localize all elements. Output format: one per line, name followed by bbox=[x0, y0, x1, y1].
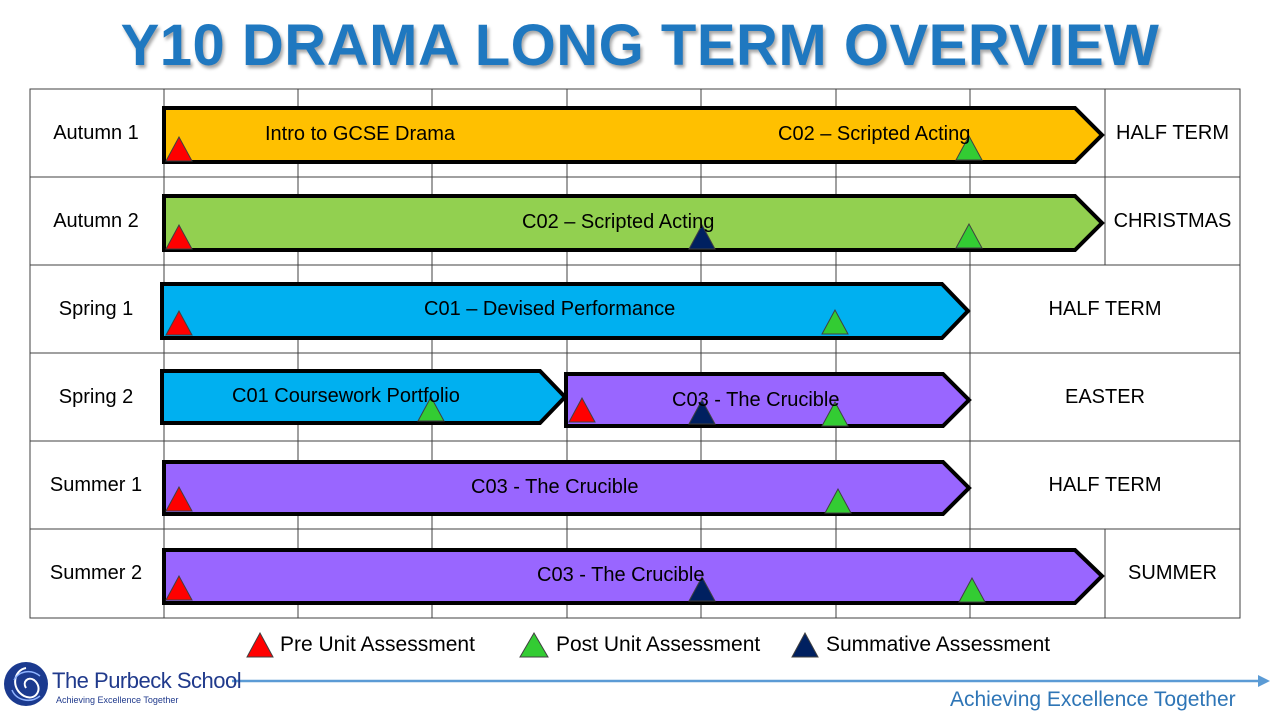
summative-assessment-marker bbox=[688, 575, 716, 602]
unit-bar-crucible-summer1 bbox=[162, 460, 972, 516]
holiday-label: EASTER bbox=[1064, 385, 1146, 408]
term-label: Summer 1 bbox=[49, 473, 143, 496]
school-logo-icon bbox=[4, 662, 48, 706]
post-assessment-marker bbox=[824, 487, 852, 514]
holiday-label: HALF TERM bbox=[1116, 121, 1229, 144]
unit-label: C03 - The Crucible bbox=[537, 564, 705, 586]
post-assessment-marker bbox=[821, 308, 849, 335]
unit-label: C02 – Scripted Acting bbox=[778, 123, 971, 145]
school-name: The Purbeck School bbox=[52, 668, 242, 693]
unit-bar-crucible-summer2 bbox=[162, 548, 1105, 605]
pre-assessment-marker bbox=[165, 309, 193, 336]
tagline: Achieving Excellence Together bbox=[950, 688, 1236, 711]
post-assessment-marker bbox=[821, 400, 849, 427]
unit-bar-coursework-portfolio bbox=[160, 369, 568, 425]
legend-pre-label: Pre Unit Assessment bbox=[280, 633, 475, 656]
unit-bar-devised-performance bbox=[160, 282, 971, 340]
unit-label: C01 Coursework Portfolio bbox=[232, 385, 460, 407]
arrow-line bbox=[232, 675, 1270, 687]
holiday-label: CHRISTMAS bbox=[1113, 209, 1232, 232]
red-triangle-icon bbox=[246, 632, 274, 658]
legend-post: Post Unit Assessment bbox=[518, 630, 760, 660]
legend-pre: Pre Unit Assessment bbox=[246, 630, 475, 660]
holiday-label: HALF TERM bbox=[1048, 473, 1162, 496]
pre-assessment-marker bbox=[568, 396, 596, 423]
unit-label: Intro to GCSE Drama bbox=[265, 123, 456, 145]
pre-assessment-marker bbox=[165, 574, 193, 601]
page-title: Y10 DRAMA LONG TERM OVERVIEW bbox=[120, 13, 1160, 78]
term-label: Spring 2 bbox=[58, 385, 134, 408]
pre-assessment-marker bbox=[165, 485, 193, 512]
legend-summative-label: Summative Assessment bbox=[826, 633, 1051, 656]
pre-assessment-marker bbox=[165, 223, 193, 250]
summative-assessment-marker bbox=[688, 398, 716, 425]
term-label: Autumn 2 bbox=[53, 209, 139, 232]
unit-label: C02 – Scripted Acting bbox=[522, 211, 715, 233]
holiday-label: HALF TERM bbox=[1048, 297, 1162, 320]
term-label: Spring 1 bbox=[58, 297, 134, 320]
post-assessment-marker bbox=[958, 576, 986, 603]
unit-bar-intro bbox=[162, 106, 1105, 164]
unit-label: C03 - The Crucible bbox=[672, 389, 840, 411]
legend-summative: Summative Assessment bbox=[790, 630, 1050, 660]
holiday-label: SUMMER bbox=[1128, 561, 1217, 584]
term-label: Autumn 1 bbox=[53, 121, 139, 144]
post-assessment-marker bbox=[955, 222, 983, 249]
school-motto: Achieving Excellence Together bbox=[56, 695, 179, 705]
term-label: Summer 2 bbox=[49, 561, 143, 584]
green-triangle-icon bbox=[519, 632, 549, 658]
unit-bar-crucible-spring bbox=[564, 372, 972, 428]
post-assessment-marker bbox=[955, 134, 983, 161]
pre-assessment-marker bbox=[165, 135, 193, 162]
unit-bar-scripted-acting bbox=[162, 194, 1105, 252]
legend-post-label: Post Unit Assessment bbox=[556, 633, 761, 656]
navy-triangle-icon bbox=[791, 632, 819, 658]
summative-assessment-marker bbox=[688, 223, 716, 250]
unit-label: C01 – Devised Performance bbox=[424, 298, 676, 320]
unit-label: C03 - The Crucible bbox=[471, 476, 639, 498]
post-assessment-marker bbox=[417, 395, 445, 422]
